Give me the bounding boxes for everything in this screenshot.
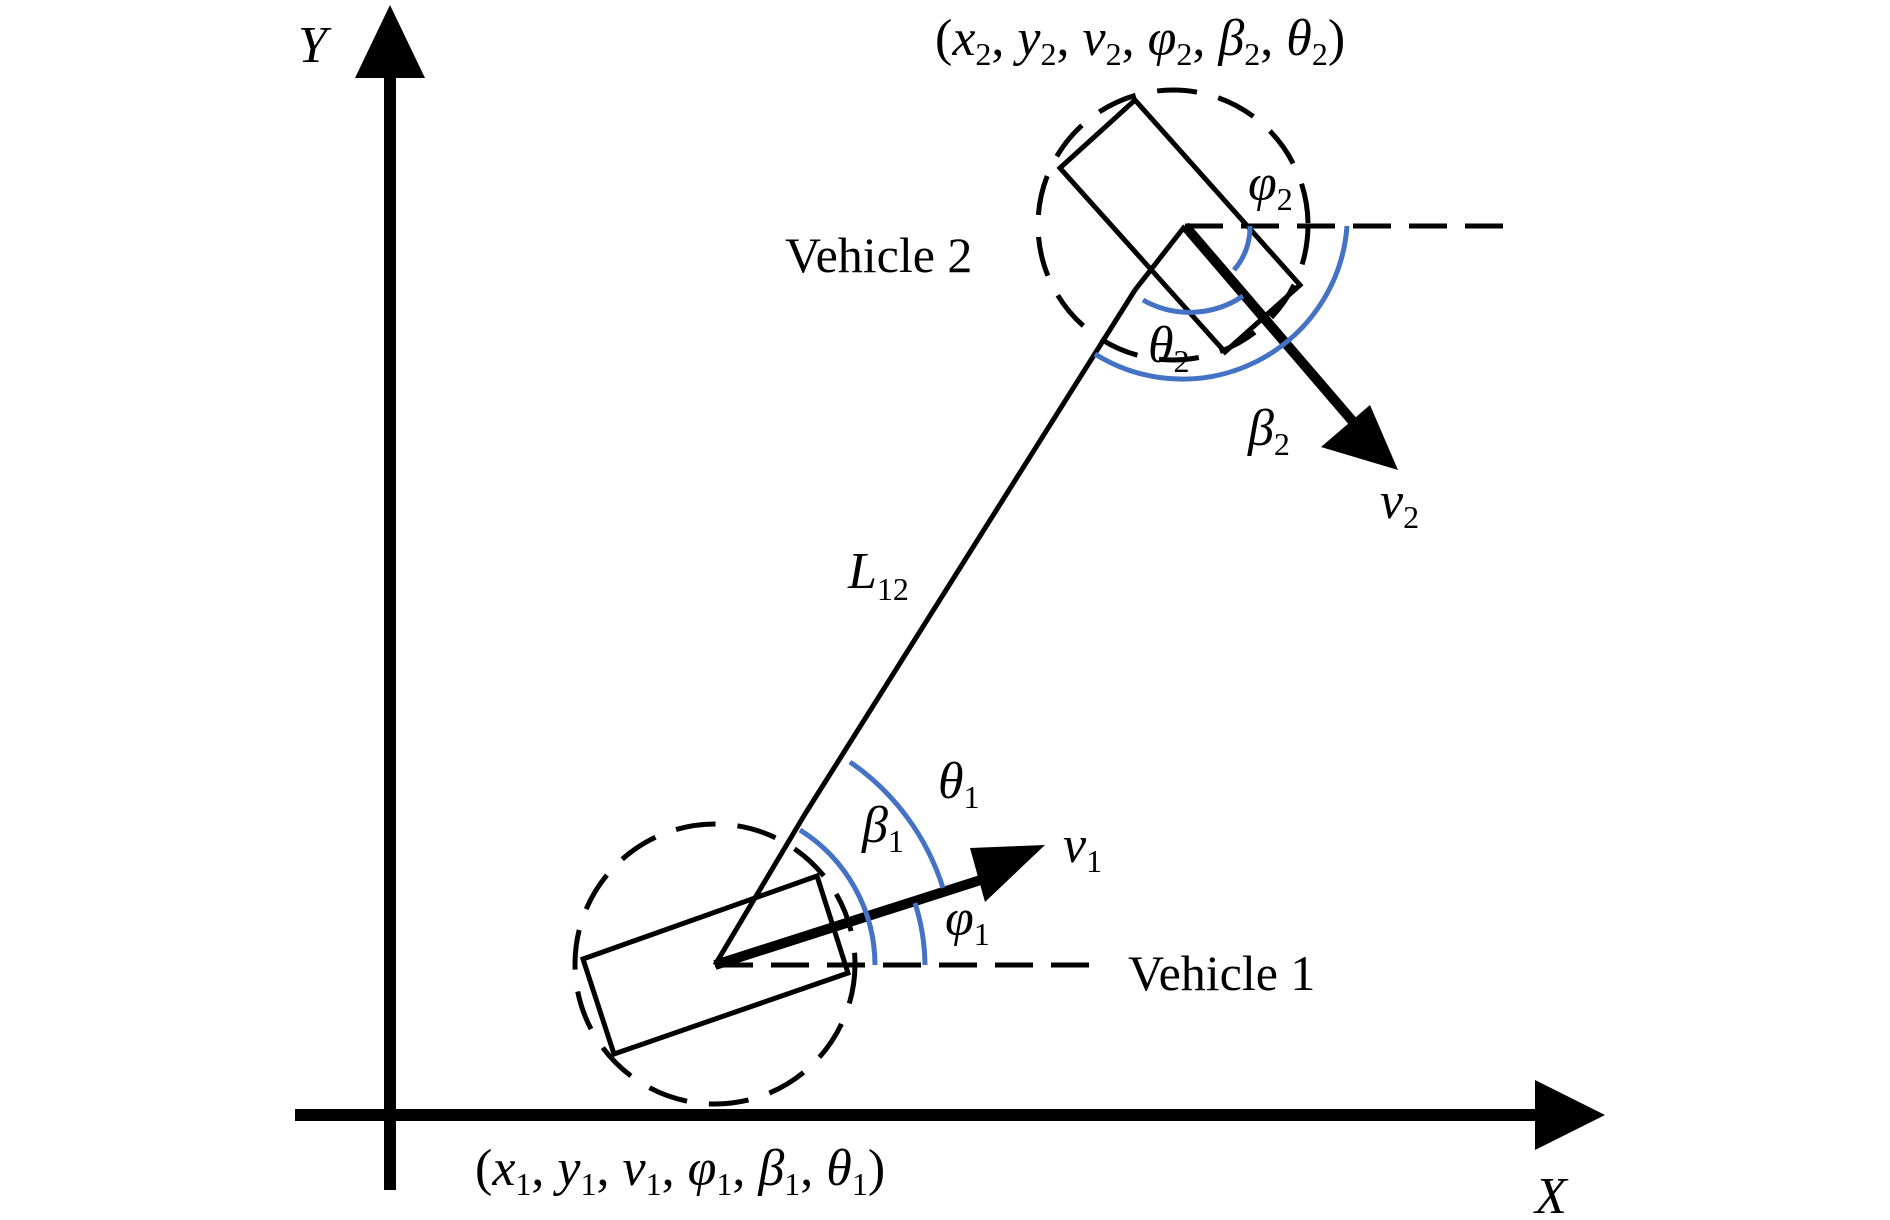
vehicle-2-velocity-label: v2 bbox=[1380, 473, 1419, 535]
vehicle-2-name: Vehicle 2 bbox=[785, 227, 972, 283]
vehicle-2-velocity-arrowhead bbox=[1321, 405, 1398, 470]
y-axis-arrowhead bbox=[355, 5, 425, 78]
vehicle-1-phi-label: φ1 bbox=[945, 890, 990, 952]
vehicle-1-theta-label: θ1 bbox=[938, 753, 980, 815]
vehicle-1-velocity-label: v1 bbox=[1063, 817, 1102, 879]
vehicle-1-link-segment bbox=[712, 812, 808, 967]
vehicle-1-velocity-arrowhead bbox=[970, 845, 1045, 902]
vehicle-2-state-tuple: (x2, y2, v2, φ2, β2, θ2) bbox=[935, 10, 1345, 72]
vehicle-2-beta-arc bbox=[1093, 225, 1350, 382]
labels: Y X (x2, y2, v2, φ2, β2, θ2) (x1, y1, v1… bbox=[298, 10, 1569, 1220]
vehicle-2-rectangle bbox=[1056, 96, 1304, 356]
vehicle-1-phi-arc bbox=[912, 902, 928, 966]
vehicle-1-velocity-arrow bbox=[713, 872, 992, 970]
vehicle-1-angle-arcs bbox=[798, 759, 946, 966]
vehicle-2-phi-arc bbox=[1232, 225, 1253, 272]
vehicle-1-beta-label: β1 bbox=[861, 797, 904, 859]
vehicle-1-theta-arc bbox=[848, 759, 946, 889]
vehicle-1-name: Vehicle 1 bbox=[1128, 945, 1315, 1001]
link-label: L12 bbox=[847, 543, 909, 607]
x-axis-arrowhead bbox=[1535, 1080, 1605, 1150]
vehicle-1-body bbox=[572, 812, 1095, 1107]
vehicle-2-theta-label: θ2 bbox=[1148, 317, 1190, 379]
vehicle-1-beta-arc bbox=[798, 827, 878, 966]
link-line-l12 bbox=[802, 288, 1138, 816]
vehicle-2-body bbox=[1035, 87, 1505, 470]
vehicle-2-velocity-arrow bbox=[1181, 222, 1359, 428]
vehicle-2-angle-arcs bbox=[1093, 225, 1350, 382]
vehicle-2-phi-label: φ2 bbox=[1248, 155, 1293, 217]
vehicle-2-theta-arc bbox=[1141, 293, 1245, 315]
vehicle-2-link-segment bbox=[1133, 224, 1187, 292]
vehicle-1-rectangle bbox=[579, 872, 852, 1058]
y-axis-label: Y bbox=[298, 17, 332, 74]
vehicle-2-beta-label: β2 bbox=[1247, 400, 1290, 462]
x-axis-label: X bbox=[1533, 1168, 1569, 1220]
vehicle-1-state-tuple: (x1, y1, v1, φ1, β1, θ1) bbox=[475, 1140, 885, 1202]
coordinate-axes bbox=[295, 5, 1605, 1190]
